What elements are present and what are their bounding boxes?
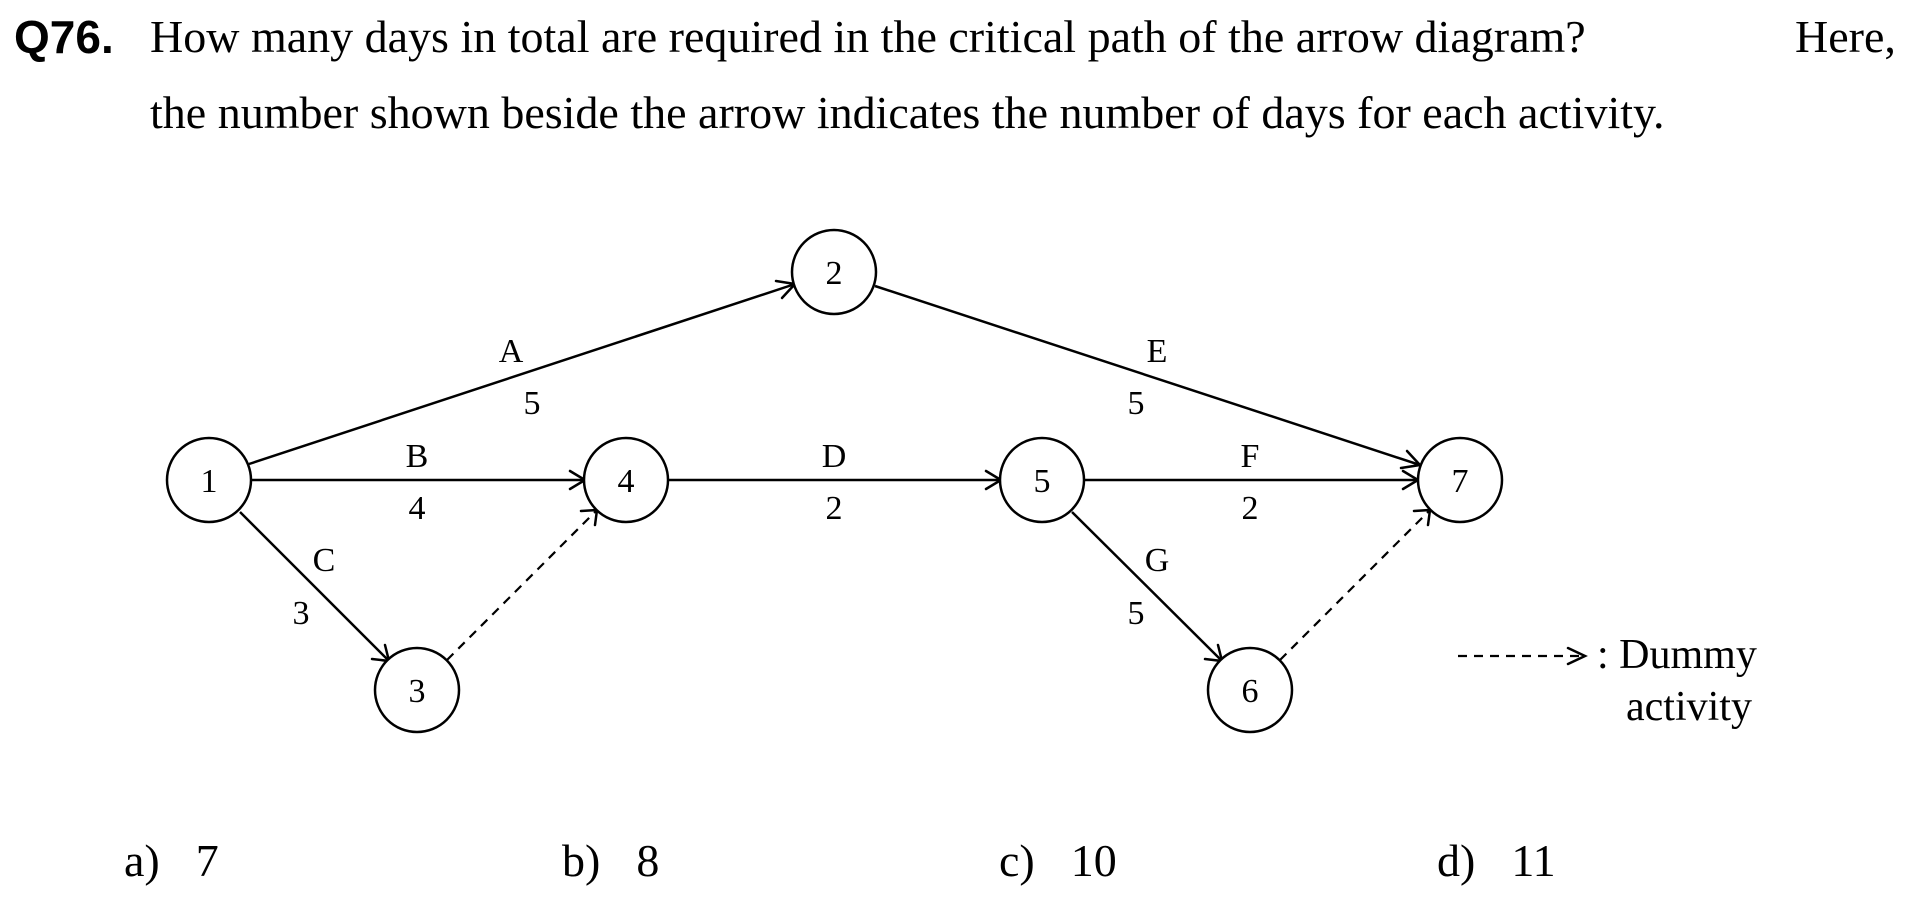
node-4-label: 4	[618, 463, 635, 500]
activity-b-name: B	[406, 438, 429, 475]
node-1-circle	[165, 436, 253, 524]
option-a[interactable]: a) 7	[124, 836, 219, 886]
activity-e-name: E	[1147, 333, 1168, 370]
activity-e-days: 5	[1128, 385, 1145, 422]
option-b[interactable]: b) 8	[562, 836, 659, 886]
option-a-value: 7	[195, 835, 219, 886]
node-5-label: 5	[1034, 463, 1051, 500]
node-6-circle	[1206, 646, 1294, 734]
activity-f-name: F	[1241, 438, 1260, 475]
legend-dummy-arrowhead	[1566, 646, 1588, 666]
edge-c	[239, 511, 390, 662]
activity-d-days: 2	[826, 490, 843, 527]
option-d-value: 11	[1511, 835, 1556, 886]
option-a-letter: a)	[124, 835, 160, 886]
node-2-circle	[790, 228, 878, 316]
question-text-main: How many days in total are required in t…	[150, 11, 1586, 62]
node-7-circle	[1416, 436, 1504, 524]
edge-e	[874, 284, 1421, 467]
legend-label-line1: : Dummy	[1597, 632, 1757, 678]
edge-a	[248, 282, 796, 466]
node-7-label: 7	[1452, 463, 1469, 500]
activity-a-days: 5	[524, 385, 541, 422]
option-c-letter: c)	[999, 835, 1035, 886]
node-3-circle	[373, 646, 461, 734]
activity-a-name: A	[499, 333, 524, 370]
node-1-label: 1	[201, 463, 218, 500]
activity-d-name: D	[822, 438, 847, 475]
option-b-letter: b)	[562, 835, 601, 886]
legend-label-line2: activity	[1626, 684, 1752, 730]
activity-g-name: G	[1145, 542, 1170, 579]
option-b-value: 8	[636, 835, 660, 886]
node-5-circle	[998, 436, 1086, 524]
node-6-label: 6	[1242, 673, 1259, 710]
question-number: Q76.	[14, 11, 114, 63]
question-text-line1: How many days in total are required in t…	[150, 11, 1896, 62]
question-text-line2: the number shown beside the arrow indica…	[150, 87, 1665, 138]
option-c[interactable]: c) 10	[999, 836, 1117, 886]
activity-c-days: 3	[293, 595, 310, 632]
node-3-label: 3	[409, 673, 426, 710]
activity-c-name: C	[313, 542, 336, 579]
activity-b-days: 4	[409, 490, 426, 527]
option-d[interactable]: d) 11	[1437, 836, 1556, 886]
activity-g-days: 5	[1128, 595, 1145, 632]
node-2-label: 2	[826, 255, 843, 292]
option-c-value: 10	[1070, 835, 1117, 886]
option-d-letter: d)	[1437, 835, 1476, 886]
question-text-end: Here,	[1795, 11, 1896, 62]
dummy-edge-3-4	[446, 509, 598, 661]
node-4-circle	[582, 436, 670, 524]
activity-f-days: 2	[1242, 490, 1259, 527]
dummy-edge-6-7	[1279, 509, 1431, 661]
arrow-diagram: 1 2 3 4 5 6 7 A B C D E F G 5 4 3 2 5 2 …	[165, 228, 1757, 734]
edge-g	[1071, 511, 1223, 662]
